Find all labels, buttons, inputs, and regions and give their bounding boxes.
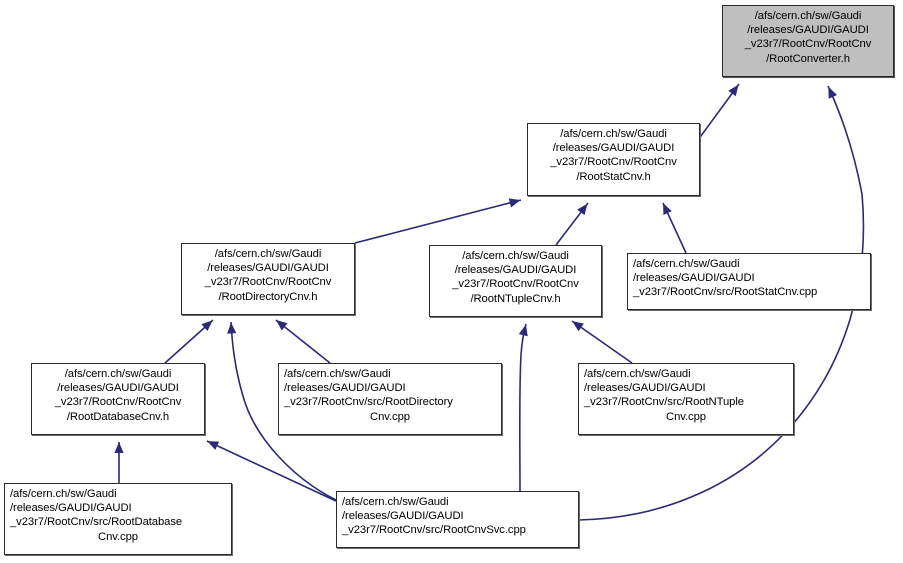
graph-node-label-line: /RootConverter.h xyxy=(766,52,850,65)
graph-node-label: /afs/cern.ch/sw/Gaudi/releases/GAUDI/GAU… xyxy=(32,364,204,424)
graph-edge-arrowhead xyxy=(663,203,672,215)
graph-node-label: /afs/cern.ch/sw/Gaudi/releases/GAUDI/GAU… xyxy=(5,484,231,544)
graph-node-label: /afs/cern.ch/sw/Gaudi/releases/GAUDI/GAU… xyxy=(279,364,501,424)
graph-node-label-line: /releases/GAUDI/GAUDI xyxy=(633,272,755,285)
graph-node-label-line: _v23r7/RootCnv/RootCnv xyxy=(550,156,677,169)
graph-node-label-line: _v23r7/RootCnv/RootCnv xyxy=(744,38,872,51)
graph-node-rootconverter_h[interactable]: /afs/cern.ch/sw/Gaudi/releases/GAUDI/GAU… xyxy=(722,5,894,77)
graph-edge-rootdatabasecnv_h-to-rootdirectorycnv_h xyxy=(164,319,214,364)
graph-node-label-line: /afs/cern.ch/sw/Gaudi xyxy=(462,250,569,262)
graph-edge-rootntuplecnv_cpp-to-rootntuplecnv_h xyxy=(571,320,633,364)
graph-edge-arrowhead xyxy=(201,320,213,332)
graph-edge-rootdirectorycnv_cpp-to-rootdirectorycnv_h xyxy=(275,319,331,364)
graph-node-label-line: _v23r7/RootCnv/src/RootNTuple xyxy=(584,396,744,409)
graph-edge-arrowhead xyxy=(227,322,237,334)
graph-node-label-line: /afs/cern.ch/sw/Gaudi xyxy=(342,496,449,508)
graph-edge-rootcnvsvc_cpp-to-rootntuplecnv_h xyxy=(518,323,527,492)
graph-edge-rootdirectorycnv_h-to-rootstatcnv_h xyxy=(354,199,522,244)
graph-node-rootntuplecnv_cpp[interactable]: /afs/cern.ch/sw/Gaudi/releases/GAUDI/GAU… xyxy=(578,363,794,435)
graph-node-label: /afs/cern.ch/sw/Gaudi/releases/GAUDI/GAU… xyxy=(628,254,870,300)
graph-edge-arrowhead xyxy=(276,320,288,331)
graph-node-label-line: _v23r7/RootCnv/src/RootStatCnv.cpp xyxy=(633,286,818,299)
graph-node-label-line: /releases/GAUDI/GAUDI xyxy=(57,382,179,395)
graph-node-label-line: /releases/GAUDI/GAUDI xyxy=(207,262,329,275)
graph-node-label: /afs/cern.ch/sw/Gaudi/releases/GAUDI/GAU… xyxy=(430,246,601,306)
graph-node-label-line: /afs/cern.ch/sw/Gaudi xyxy=(284,368,391,380)
graph-edge-arrowhead xyxy=(577,203,588,216)
graph-node-label: /afs/cern.ch/sw/Gaudi/releases/GAUDI/GAU… xyxy=(579,364,793,424)
graph-node-label-line: /afs/cern.ch/sw/Gaudi xyxy=(584,368,691,380)
graph-edge-rootstatcnv_cpp-to-rootstatcnv_h xyxy=(662,202,687,254)
graph-node-label-line: /releases/GAUDI/GAUDI xyxy=(284,382,406,395)
graph-node-rootdirectorycnv_h[interactable]: /afs/cern.ch/sw/Gaudi/releases/GAUDI/GAU… xyxy=(181,243,355,315)
graph-node-rootdatabasecnv_h[interactable]: /afs/cern.ch/sw/Gaudi/releases/GAUDI/GAU… xyxy=(31,363,205,435)
graph-node-label-line: _v23r7/RootCnv/src/RootCnvSvc.cpp xyxy=(342,524,526,537)
graph-node-label: /afs/cern.ch/sw/Gaudi/releases/GAUDI/GAU… xyxy=(337,492,578,538)
graph-node-label-line: /releases/GAUDI/GAUDI xyxy=(342,510,464,523)
graph-node-label: /afs/cern.ch/sw/Gaudi/releases/GAUDI/GAU… xyxy=(528,124,699,184)
graph-node-label-line: _v23r7/RootCnv/RootCnv xyxy=(204,276,332,289)
graph-edge-arrowhead xyxy=(207,441,220,450)
graph-node-label-line: _v23r7/RootCnv/RootCnv xyxy=(54,396,182,409)
graph-node-label-line: _v23r7/RootCnv/src/RootDirectory xyxy=(284,396,453,409)
graph-node-label-line: Cnv.cpp xyxy=(370,410,410,423)
graph-node-rootdirectorycnv_cpp[interactable]: /afs/cern.ch/sw/Gaudi/releases/GAUDI/GAU… xyxy=(278,363,502,435)
graph-edge-arrowhead xyxy=(828,86,838,99)
graph-node-label-line: /RootDatabaseCnv.h xyxy=(66,410,170,423)
graph-node-label-line: /afs/cern.ch/sw/Gaudi xyxy=(10,488,117,500)
graph-node-rootcnvsvc_cpp[interactable]: /afs/cern.ch/sw/Gaudi/releases/GAUDI/GAU… xyxy=(336,491,579,548)
graph-edge-arrowhead xyxy=(114,442,124,453)
graph-node-label-line: /afs/cern.ch/sw/Gaudi xyxy=(754,10,862,22)
graph-node-label: /afs/cern.ch/sw/Gaudi/releases/GAUDI/GAU… xyxy=(182,244,354,304)
graph-node-label-line: /RootStatCnv.h xyxy=(576,170,651,183)
graph-node-rootstatcnv_cpp[interactable]: /afs/cern.ch/sw/Gaudi/releases/GAUDI/GAU… xyxy=(627,253,871,310)
graph-node-label-line: /afs/cern.ch/sw/Gaudi xyxy=(560,128,667,140)
graph-node-label-line: /RootDirectoryCnv.h xyxy=(218,290,318,303)
graph-node-label-line: /afs/cern.ch/sw/Gaudi xyxy=(64,368,172,380)
graph-node-rootdatabasecnv_cpp[interactable]: /afs/cern.ch/sw/Gaudi/releases/GAUDI/GAU… xyxy=(4,483,232,555)
graph-edge-rootntuplecnv_h-to-rootstatcnv_h xyxy=(555,202,589,246)
graph-node-label-line: Cnv.cpp xyxy=(98,530,138,543)
graph-node-rootntuplecnv_h[interactable]: /afs/cern.ch/sw/Gaudi/releases/GAUDI/GAU… xyxy=(429,245,602,317)
graph-edge-arrowhead xyxy=(518,324,528,337)
graph-node-label-line: /afs/cern.ch/sw/Gaudi xyxy=(214,248,322,260)
graph-node-label-line: _v23r7/RootCnv/src/RootDatabase xyxy=(10,516,183,529)
graph-edge-arrowhead xyxy=(728,84,739,97)
graph-node-rootstatcnv_h[interactable]: /afs/cern.ch/sw/Gaudi/releases/GAUDI/GAU… xyxy=(527,123,700,196)
graph-node-label-line: /releases/GAUDI/GAUDI xyxy=(747,24,869,37)
graph-node-label: /afs/cern.ch/sw/Gaudi/releases/GAUDI/GAU… xyxy=(723,6,893,66)
graph-node-label-line: /releases/GAUDI/GAUDI xyxy=(454,264,577,277)
graph-edge-arrowhead xyxy=(508,198,521,208)
graph-node-label-line: Cnv.cpp xyxy=(666,410,706,423)
graph-node-label-line: /afs/cern.ch/sw/Gaudi xyxy=(633,258,740,270)
graph-node-label-line: /releases/GAUDI/GAUDI xyxy=(552,142,675,155)
graph-node-label-line: /RootNTupleCnv.h xyxy=(470,292,561,305)
graph-edge-arrowhead xyxy=(572,321,584,332)
graph-node-label-line: _v23r7/RootCnv/RootCnv xyxy=(452,278,579,291)
graph-node-label-line: /releases/GAUDI/GAUDI xyxy=(10,502,132,515)
graph-node-label-line: /releases/GAUDI/GAUDI xyxy=(584,382,706,395)
